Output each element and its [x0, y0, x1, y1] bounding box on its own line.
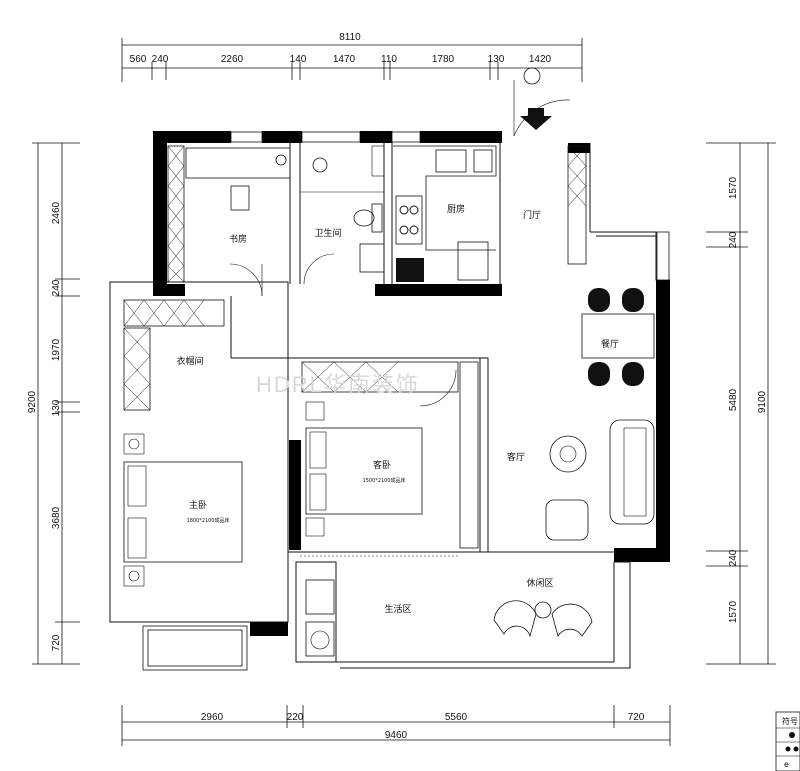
- top-dimension-lines: [121, 38, 583, 82]
- bottom-total-dim: 9460: [385, 730, 408, 741]
- guest-bedroom-label: 客卧: [373, 459, 391, 471]
- utility-area-label: 生活区: [384, 603, 411, 615]
- watermark: HDRL华南装饰: [256, 372, 420, 397]
- stove-icon: [395, 195, 423, 245]
- study-desk: [185, 147, 291, 179]
- bottom-dim-4: 720: [628, 712, 645, 723]
- sofa: [609, 419, 655, 525]
- top-dim-5: 1470: [333, 54, 356, 65]
- nightstand: [305, 401, 325, 421]
- left-dim-6: 720: [51, 634, 62, 651]
- sink-icon: [435, 149, 467, 173]
- bottom-dim-1: 2960: [201, 712, 224, 723]
- living-room-label: 客厅: [507, 451, 525, 463]
- nightstand: [123, 565, 145, 587]
- legend-row-3: e: [784, 760, 789, 769]
- top-dim-3: 2260: [221, 54, 244, 65]
- lounge-chair: [551, 603, 593, 638]
- washing-machine-icon: [305, 621, 335, 657]
- left-dim-1: 2460: [51, 201, 62, 224]
- side-table: [534, 601, 552, 619]
- utility-sink: [305, 579, 335, 615]
- guest-bed-label: 1500*2100成品床: [363, 477, 406, 484]
- master-bed: [123, 461, 243, 563]
- right-dim-4: 240: [728, 549, 739, 566]
- study-chair: [230, 185, 250, 211]
- top-dim-6: 110: [381, 54, 397, 65]
- right-dim-5: 1570: [728, 600, 739, 623]
- entry-arrow-icon: [520, 108, 552, 130]
- lounge-chair: [493, 600, 537, 638]
- master-bed-label: 1800*2100成品床: [187, 517, 230, 524]
- coffee-table: [549, 435, 587, 473]
- entrance-label: 门厅: [523, 209, 541, 221]
- legend-title: 符号: [782, 716, 798, 726]
- top-dim-4: 140: [290, 54, 307, 65]
- dining-area: 餐厅: [581, 288, 655, 386]
- nightstand: [123, 433, 145, 455]
- washbasin-icon: [359, 243, 385, 273]
- study-room: 书房: [167, 145, 291, 297]
- windows: [142, 131, 670, 671]
- bottom-dim-2: 220: [287, 712, 304, 723]
- left-dim-3: 1970: [51, 338, 62, 361]
- fridge-icon: [457, 241, 489, 281]
- cloakroom-wardrobe-side: [123, 327, 151, 411]
- top-dim-2: 240: [152, 54, 169, 65]
- right-dim-1: 1570: [728, 176, 739, 199]
- study-wardrobe: [167, 145, 185, 283]
- cloakroom-area: 衣帽间: [123, 299, 225, 411]
- cloakroom-label: 衣帽间: [176, 355, 203, 367]
- right-total-dim: 9100: [757, 390, 768, 413]
- bottom-dim-3: 5560: [445, 712, 468, 723]
- dining-label: 餐厅: [601, 338, 619, 350]
- toilet-icon: [353, 209, 375, 227]
- double-outlet-icon: [785, 746, 791, 752]
- utility-area: 生活区: [300, 555, 460, 657]
- top-dim-1: 560: [130, 54, 147, 65]
- left-dim-5: 3680: [51, 506, 62, 529]
- right-dim-2: 240: [728, 231, 739, 248]
- left-dim-2: 240: [51, 279, 62, 296]
- bathroom-label: 卫生间: [314, 227, 341, 239]
- left-dim-4: 130: [51, 399, 62, 416]
- mascot-icon: [523, 67, 541, 85]
- dining-table: [581, 313, 655, 359]
- shower-icon: [312, 157, 328, 173]
- symbol-legend: 符号 e: [775, 711, 800, 771]
- bathroom-room: 卫生间: [300, 145, 385, 285]
- outlet-icon: [789, 732, 795, 738]
- top-total-dim: 8110: [339, 32, 361, 43]
- kitchen-room: 厨房: [393, 145, 497, 282]
- guest-bed: [305, 427, 423, 515]
- right-dimension-lines: [706, 142, 776, 665]
- top-dim-7: 1780: [432, 54, 455, 65]
- right-dim-3: 5480: [728, 388, 739, 411]
- left-dimension-lines: [32, 142, 80, 665]
- armchair: [545, 499, 589, 541]
- cloakroom-wardrobe-top: [123, 299, 225, 327]
- entrance-area: 门厅: [513, 67, 587, 265]
- study-label: 书房: [229, 233, 247, 245]
- kitchen-label: 厨房: [447, 203, 465, 215]
- master-bedroom: 主卧 1800*2100成品床: [123, 433, 243, 587]
- master-bedroom-label: 主卧: [189, 499, 207, 511]
- top-dim-8: 130: [488, 54, 505, 65]
- guest-bedroom: 客卧 1500*2100成品床: [301, 361, 479, 549]
- top-dim-9: 1420: [529, 54, 552, 65]
- shelf: [371, 145, 385, 177]
- lamp-icon: [275, 154, 287, 166]
- guest-wardrobe: [301, 361, 459, 393]
- left-total-dim: 9200: [27, 390, 38, 413]
- shoe-cabinet: [567, 145, 587, 265]
- leisure-area-label: 休闲区: [526, 577, 553, 589]
- nightstand: [305, 517, 325, 537]
- bottom-dimension-lines: [121, 705, 671, 746]
- living-room: 客厅: [507, 419, 655, 541]
- leisure-area: 休闲区: [493, 577, 593, 638]
- dining-chairs: [588, 288, 644, 386]
